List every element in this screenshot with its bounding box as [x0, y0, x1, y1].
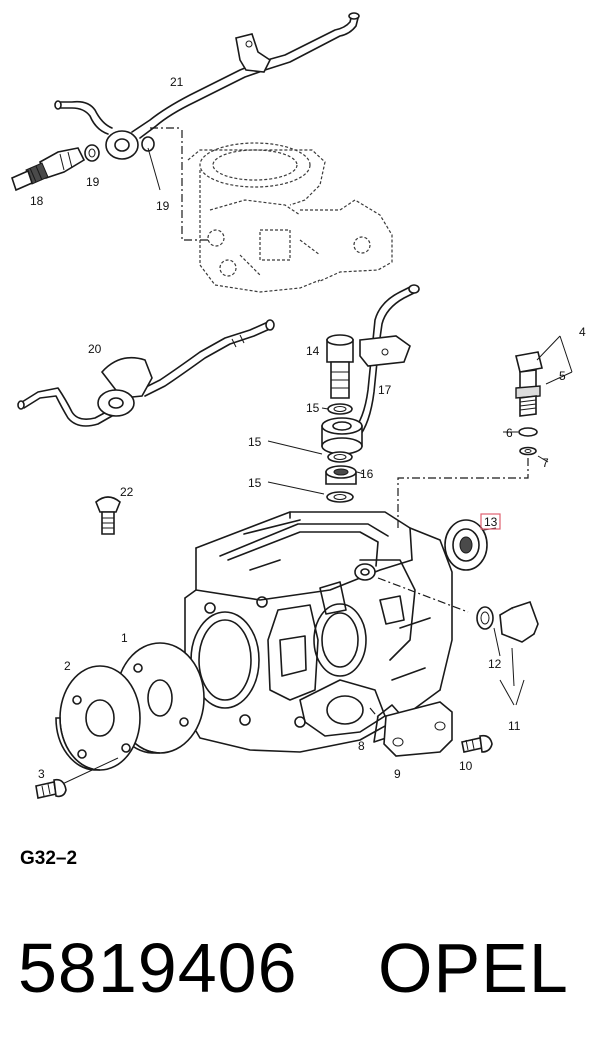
callout-18: 18: [30, 194, 44, 208]
callout-3: 3: [38, 767, 45, 781]
upper-housing-ghost: [187, 142, 393, 293]
pipe-17: [351, 284, 420, 439]
callout-15b: 15: [248, 435, 262, 449]
plug-11-washer-12: [476, 600, 539, 706]
callout-10: 10: [459, 759, 473, 773]
fuel-pipe-21: [11, 12, 360, 192]
callout-6: 6: [506, 426, 513, 440]
callout-13-highlight: [480, 513, 501, 530]
callout-22: 22: [120, 485, 134, 499]
screw-22: [95, 496, 121, 535]
brand-name: OPEL: [378, 929, 569, 1007]
callout-21: 21: [170, 75, 184, 89]
callout-11: 11: [508, 719, 521, 733]
callout-4: 4: [579, 325, 586, 339]
washers-15-16: [321, 403, 363, 503]
flanges-1-2-screw-3: [35, 642, 205, 799]
callout-15c: 15: [248, 476, 262, 490]
callout-labels: 1 2 3 4 5 6 7 8 9 10 11 12 13 14 15 15 1…: [30, 75, 586, 781]
callout-8: 8: [358, 739, 365, 753]
callout-19b: 19: [156, 199, 170, 213]
callout-2: 2: [64, 659, 71, 673]
banjo-bolt-14: [326, 334, 354, 399]
callout-1: 1: [121, 631, 128, 645]
valve-4-7: [503, 335, 573, 463]
callout-16: 16: [360, 467, 374, 481]
callout-17: 17: [378, 383, 392, 397]
callout-9: 9: [394, 767, 401, 781]
throttle-body: [184, 511, 469, 753]
exploded-parts-diagram: 1 2 3 4 5 6 7 8 9 10 11 12 13 14 15 15 1…: [11, 12, 586, 799]
callout-15a: 15: [306, 401, 320, 415]
callout-12: 12: [488, 657, 502, 671]
callout-13: 13: [484, 515, 498, 529]
pipe-20: [17, 319, 275, 427]
cover-8-9-10: [373, 701, 493, 757]
callout-19a: 19: [86, 175, 100, 189]
callout-20: 20: [88, 342, 102, 356]
part-number: 5819406: [18, 929, 298, 1007]
seal-13: [444, 519, 497, 571]
callout-7: 7: [542, 456, 549, 470]
callout-14: 14: [306, 344, 320, 358]
figure-code: G32–2: [20, 848, 78, 869]
callout-5: 5: [559, 369, 566, 383]
